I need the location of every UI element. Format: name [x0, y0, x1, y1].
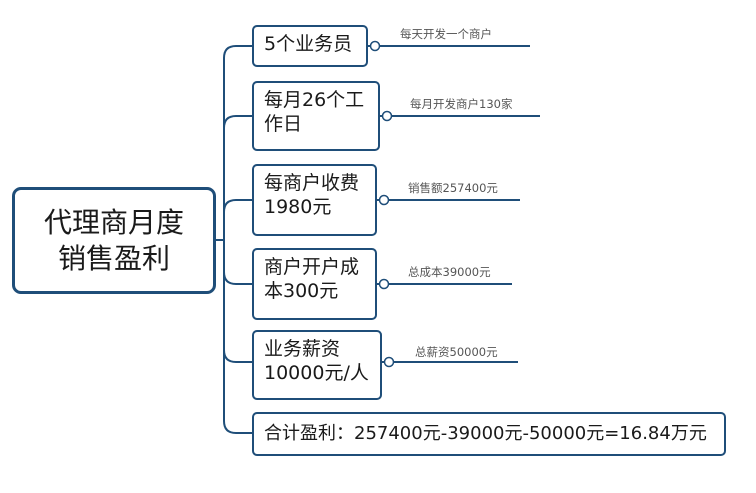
branch-connector-3	[223, 199, 252, 213]
root-node[interactable]: 代理商月度销售盈利	[12, 187, 216, 294]
branch-label: 业务薪资10000元/人	[264, 338, 369, 385]
branch-label: 每月26个工作日	[264, 89, 365, 136]
branch-node-salespeople[interactable]: 5个业务员	[252, 25, 368, 67]
note-collapse-dot	[381, 110, 393, 122]
root-label: 代理商月度销售盈利	[43, 205, 184, 275]
branch-node-salary[interactable]: 业务薪资10000元/人	[252, 330, 382, 400]
note-collapse-dot	[383, 356, 395, 368]
branch-connector-6	[223, 350, 252, 434]
branch-node-cost[interactable]: 商户开户成本300元	[252, 248, 377, 320]
branch-label: 每商户收费1980元	[264, 172, 360, 219]
note-collapse-dot	[369, 40, 381, 52]
branch-note: 每月开发商户130家	[410, 97, 513, 111]
branch-label: 合计盈利：257400元-39000元-50000元=16.84万元	[264, 423, 707, 445]
branch-node-fee[interactable]: 每商户收费1980元	[252, 164, 377, 236]
branch-note: 总薪资50000元	[415, 345, 498, 359]
branch-connector-2	[223, 115, 252, 129]
branch-connector-1	[223, 45, 252, 240]
branch-node-total-profit[interactable]: 合计盈利：257400元-39000元-50000元=16.84万元	[252, 412, 726, 456]
branch-label: 5个业务员	[264, 33, 353, 55]
note-collapse-dot	[378, 278, 390, 290]
note-collapse-dot	[378, 194, 390, 206]
branch-note: 销售额257400元	[408, 181, 498, 195]
branch-connector-4	[223, 240, 252, 285]
branch-connector-5	[223, 272, 252, 363]
branch-note: 总成本39000元	[408, 265, 491, 279]
branch-note: 每天开发一个商户	[400, 27, 492, 41]
branch-label: 商户开户成本300元	[264, 256, 360, 303]
branch-node-workdays[interactable]: 每月26个工作日	[252, 81, 380, 151]
